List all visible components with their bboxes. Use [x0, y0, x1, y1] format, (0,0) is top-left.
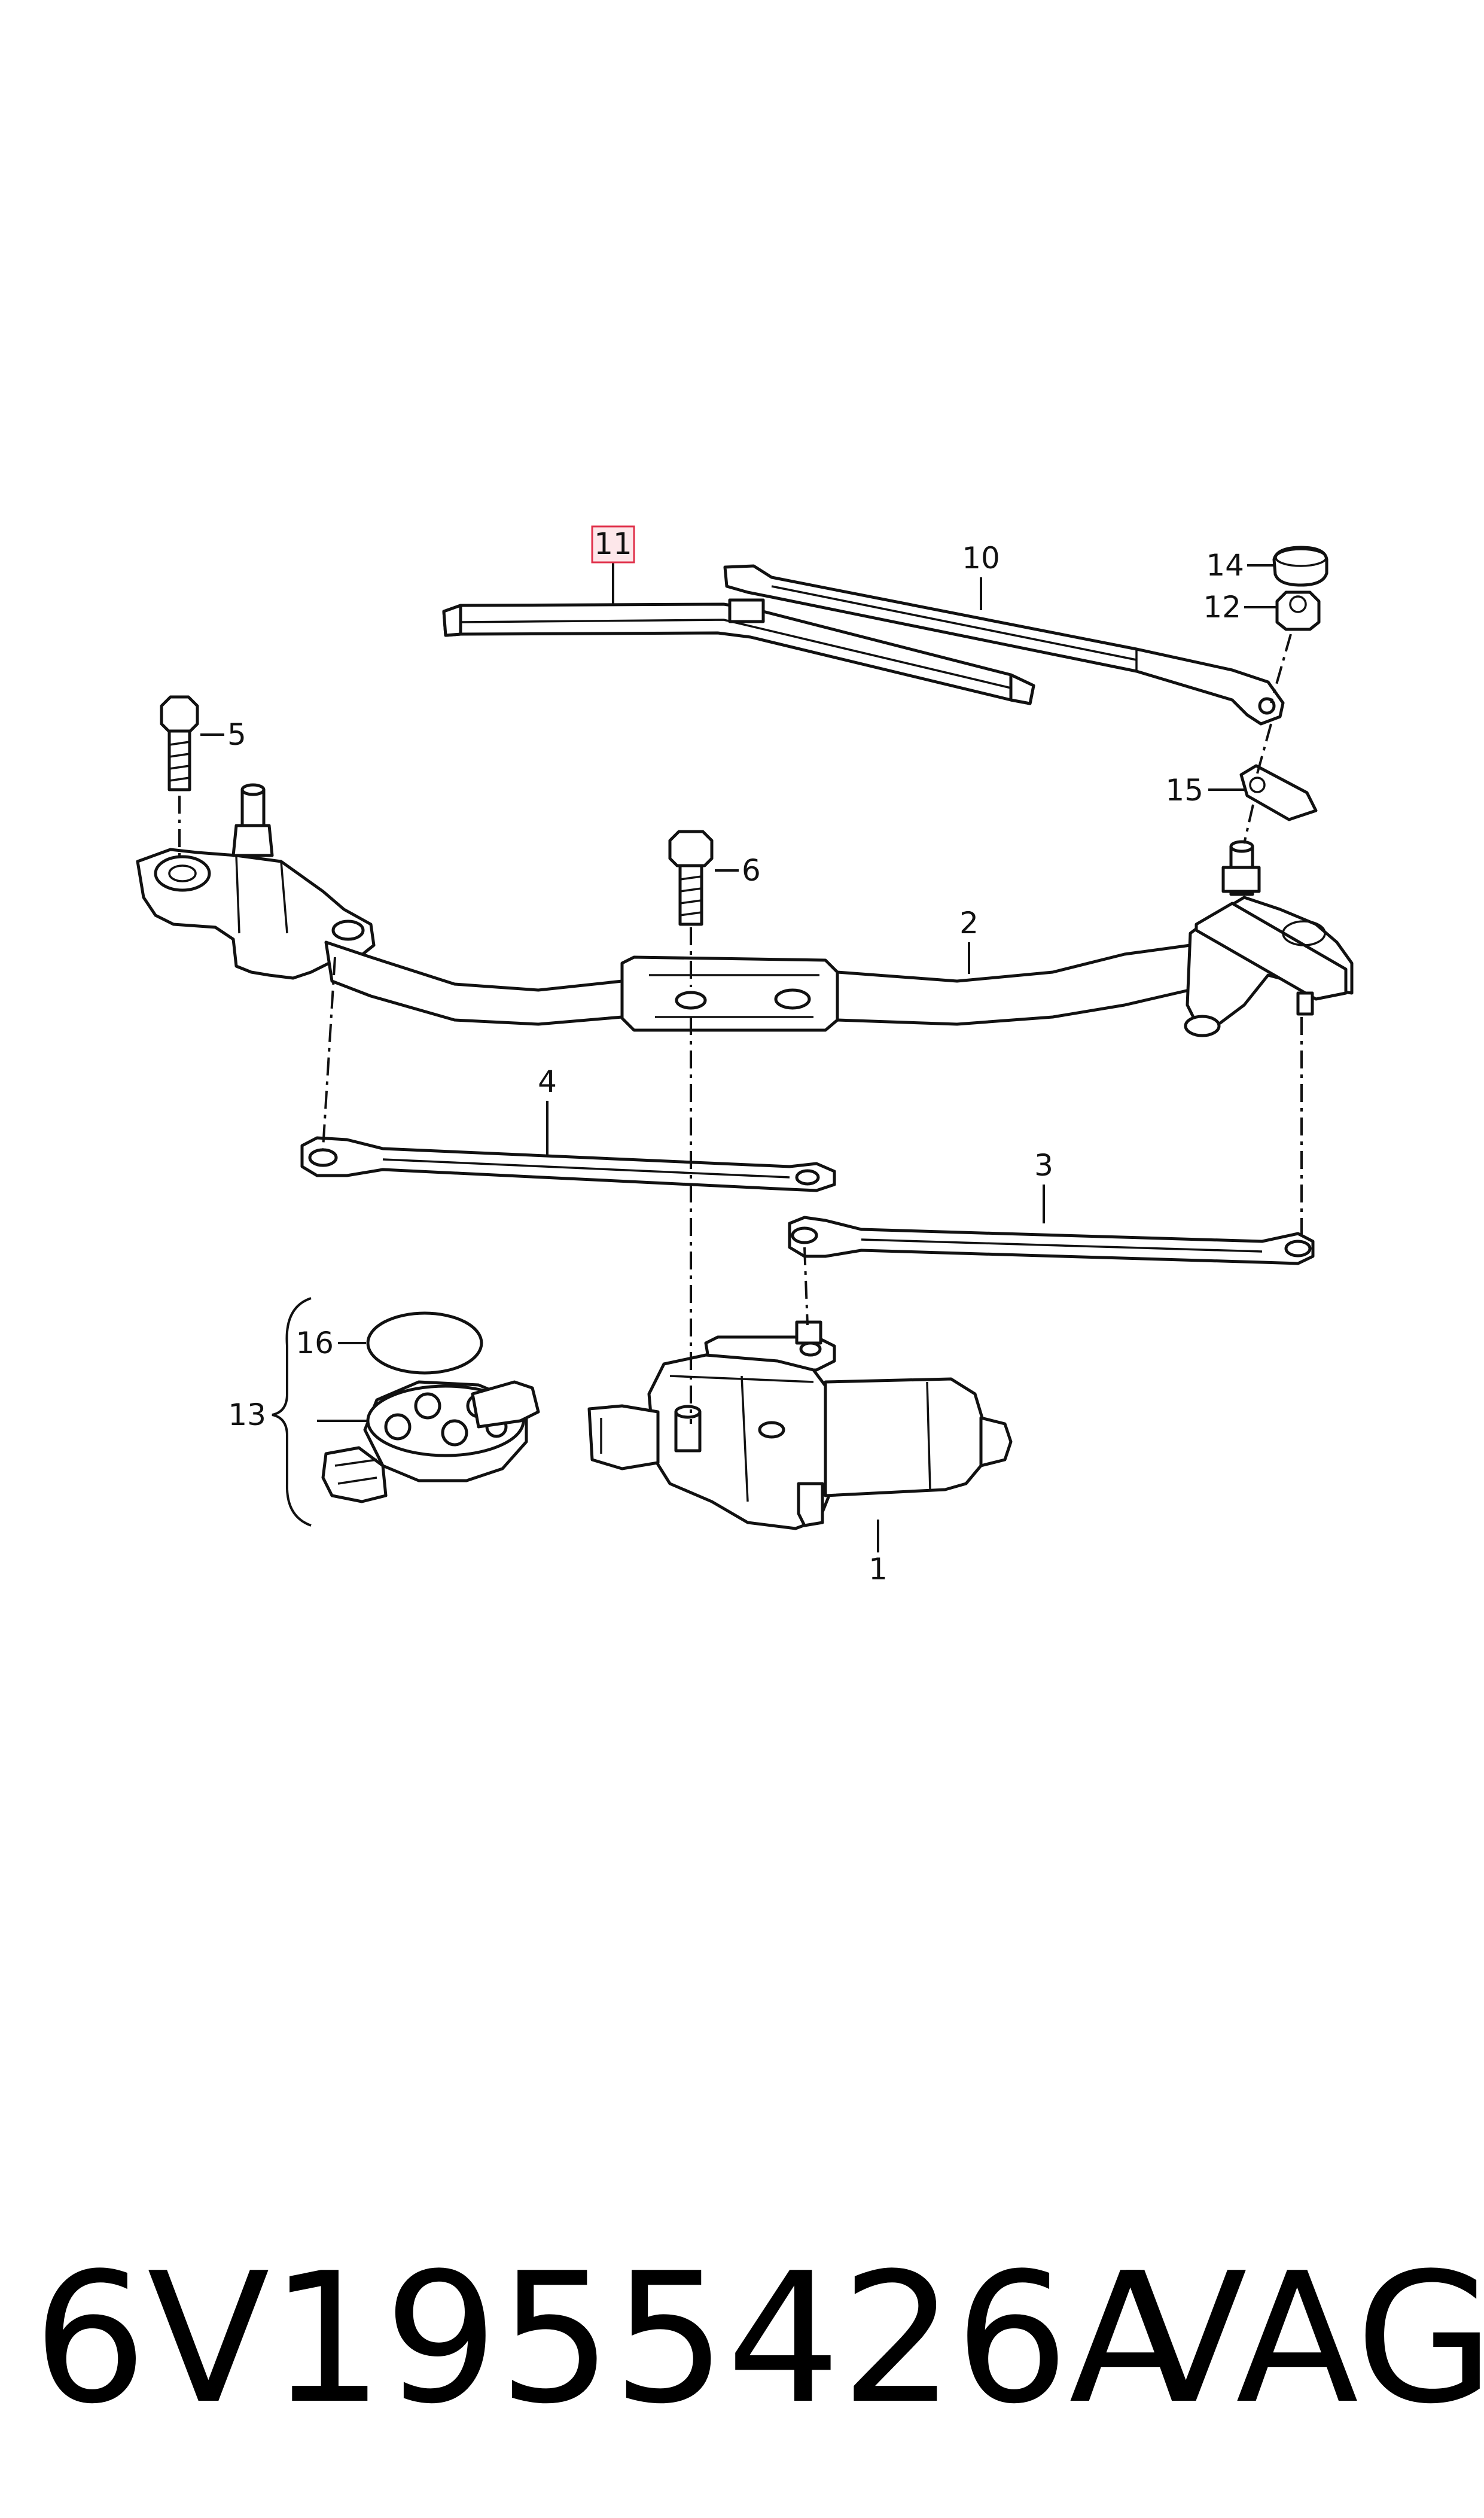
callout-14: 15 [1165, 773, 1203, 808]
wiper-motor-part-1 [587, 1320, 1013, 1530]
nut-part-12 [1275, 590, 1321, 631]
wiper-blade-part-11 [442, 598, 1035, 705]
callout-11-highlight-box [591, 525, 635, 564]
callout-15: 13 [228, 1397, 266, 1432]
cap-part-13 [1272, 546, 1328, 587]
bolt-part-5 [160, 695, 199, 791]
leader-lines [200, 562, 1277, 1552]
rain-sensor-part-15 [321, 1380, 540, 1503]
callout-1: 1 [869, 1552, 888, 1587]
callout-6: 6 [742, 853, 761, 888]
callout-12: 12 [1203, 590, 1241, 625]
brand-caption: VAG [1125, 2234, 1484, 2443]
callout-labels: 11 10 14 12 15 5 6 2 4 3 16 13 1 [227, 525, 1244, 1587]
seal-ring-part-16 [366, 1311, 483, 1375]
callout-13: 14 [1206, 548, 1244, 583]
callout-2: 2 [959, 906, 979, 940]
bolt-part-6 [668, 830, 714, 926]
connecting-rod-part-4 [300, 1136, 836, 1192]
part-number-caption: 6V1955426A [33, 2234, 1192, 2443]
callout-4: 4 [538, 1064, 557, 1099]
connecting-rod-part-3 [788, 1216, 1315, 1265]
wiper-frame-part-2 [136, 783, 1354, 1037]
callout-16: 16 [295, 1326, 334, 1360]
spacer-part-14 [1239, 764, 1318, 821]
wiper-arm-part-10 [723, 564, 1285, 726]
alignment-lines [178, 634, 1303, 1424]
callout-3: 3 [1034, 1148, 1053, 1183]
callout-11: 11 [594, 526, 632, 561]
callout-5: 5 [227, 717, 246, 752]
callout-10: 10 [962, 541, 1000, 576]
